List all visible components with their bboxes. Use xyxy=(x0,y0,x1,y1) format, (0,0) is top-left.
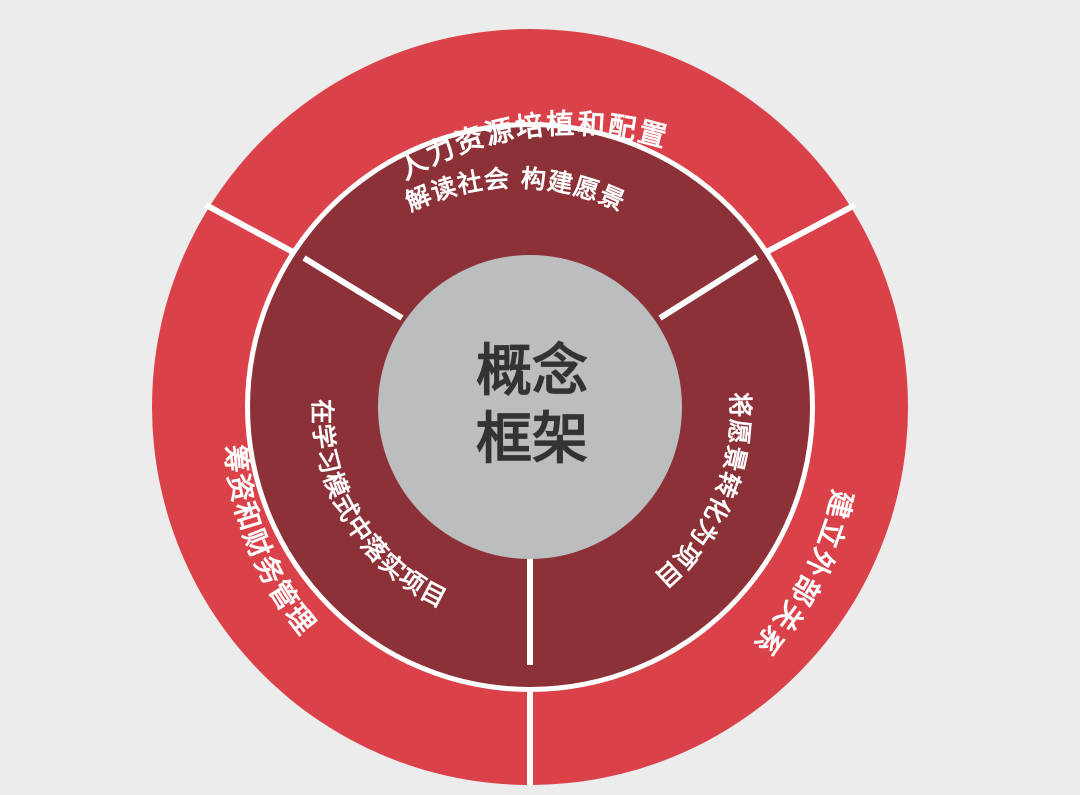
center-label-line-1: 概念 xyxy=(476,339,588,404)
divider-line xyxy=(755,202,857,260)
divider-line xyxy=(204,202,306,261)
divider-line xyxy=(302,255,404,321)
center-label-line-2: 框架 xyxy=(476,407,588,472)
divider-line xyxy=(658,254,759,321)
center-circle xyxy=(378,255,682,559)
